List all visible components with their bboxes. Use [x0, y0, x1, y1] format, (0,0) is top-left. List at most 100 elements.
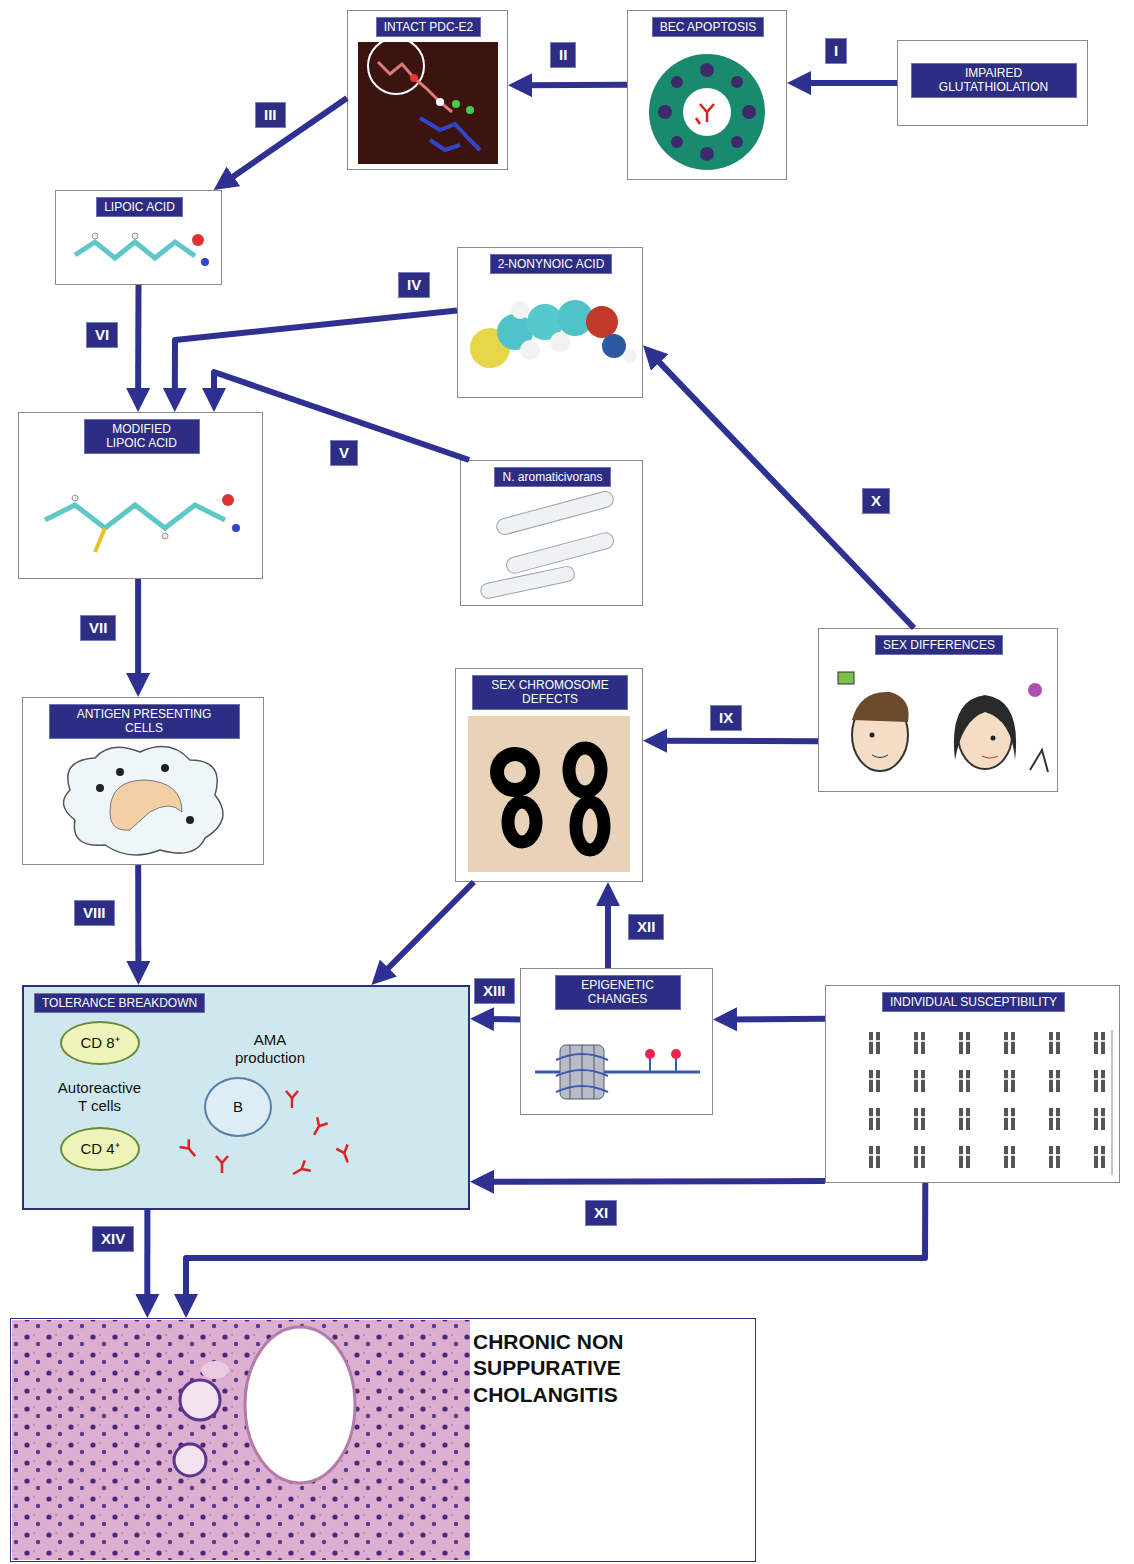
callout-number: III [255, 102, 286, 128]
arrow-connector [186, 1183, 925, 1306]
illustration-shape [420, 118, 480, 150]
illustration-shape [75, 242, 195, 258]
text-slot: CD 4⁺ [62, 1129, 138, 1169]
callout-slot: XIV [92, 1226, 134, 1252]
process-box: IMPAIRED GLUTATHIOLATION [897, 40, 1088, 126]
illustration-shape [836, 1024, 1106, 1176]
illustration-shape [742, 105, 756, 119]
lipoic-acid-picture [75, 233, 209, 266]
box-heading: MODIFIED LIPOIC ACID [84, 419, 200, 454]
callout-number: V [330, 440, 358, 466]
arrow-connector [175, 310, 457, 400]
arrow-connector [482, 1178, 825, 1185]
illustration-shape [95, 528, 105, 552]
illustration-shape [201, 1361, 229, 1379]
callout-number: XIV [92, 1226, 134, 1252]
illustration-shape [683, 88, 731, 136]
callout-slot: V [330, 440, 358, 466]
illustration-shape [497, 754, 533, 790]
illustration-shape [511, 301, 529, 319]
illustration-shape [180, 1380, 220, 1420]
illustration-shape [12, 1320, 470, 1560]
illustration-shape [1030, 750, 1048, 772]
illustration-shape [649, 54, 765, 170]
cell-label: CD 8⁺ [80, 1034, 119, 1052]
illustration-shape [64, 747, 223, 855]
illustration-shape [645, 1049, 655, 1059]
illustration-shape [556, 1054, 608, 1092]
callout-slot: VIII [74, 900, 115, 926]
histology-picture [12, 1320, 470, 1560]
arrow-connector [135, 285, 141, 400]
illustration-shape [991, 736, 996, 741]
text-slot: MODIFIED LIPOIC ACID [19, 419, 264, 454]
illustration-shape [623, 349, 637, 363]
arrow-connector [655, 738, 818, 744]
callout-slot: X [862, 488, 890, 514]
illustration-shape [358, 42, 498, 164]
illustration-shape [216, 1156, 228, 1173]
process-box: EPIGENETIC CHANGES [520, 968, 713, 1115]
arrow-connector [651, 354, 914, 628]
box-text: AMA production [222, 1031, 318, 1067]
callout-slot: IX [710, 705, 742, 731]
illustration-shape [162, 533, 168, 539]
text-slot: 2-NONYNOIC ACID [458, 254, 644, 274]
text-slot: TOLERANCE BREAKDOWN [34, 993, 254, 1013]
callout-slot: VII [80, 615, 116, 641]
callout-slot: XIII [474, 978, 515, 1004]
callout-number: VII [80, 615, 116, 641]
cell-label: B [233, 1098, 243, 1116]
bec-apoptosis-picture [649, 54, 765, 170]
illustration-shape [576, 802, 604, 850]
cell-circle: CD 8⁺ [60, 1021, 140, 1065]
text-slot: CD 8⁺ [62, 1023, 138, 1063]
callout-number: IV [398, 272, 430, 298]
callout-slot: II [550, 42, 576, 68]
box-heading: 2-NONYNOIC ACID [490, 254, 613, 274]
illustration-shape [336, 1144, 353, 1164]
illustration-shape [222, 494, 234, 506]
illustration-shape [520, 340, 540, 360]
illustration-shape [232, 524, 240, 532]
text-slot: B [206, 1079, 270, 1135]
box-heading: ANTIGEN PRESENTING CELLS [49, 704, 240, 739]
illustration-shape [368, 38, 424, 94]
callout-slot: VI [86, 322, 118, 348]
illustration-shape [410, 74, 418, 82]
illustration-shape [378, 62, 452, 112]
arrow-connector [520, 82, 627, 88]
illustration-shape [671, 76, 683, 88]
arrow-connector [224, 98, 348, 183]
box-heading: EPIGENETIC CHANGES [555, 975, 681, 1010]
illustration-shape [495, 490, 615, 537]
text-slot: SEX CHROMOSOME DEFECTS [456, 675, 644, 710]
illustration-shape [290, 1160, 311, 1179]
arrow-connector [482, 1016, 520, 1023]
illustration-shape [1112, 1030, 1113, 1175]
illustration-shape [436, 98, 444, 106]
illustration-shape [201, 258, 209, 266]
karyotype-picture [836, 1024, 1112, 1176]
box-heading: INTACT PDC-E2 [376, 17, 482, 37]
arrow-connector [799, 80, 897, 86]
illustration-shape [586, 306, 618, 338]
epigenetic-picture [535, 1045, 700, 1099]
box-heading: SEX DIFFERENCES [875, 635, 1003, 655]
callout-number: VIII [74, 900, 115, 926]
text-slot: LIPOIC ACID [56, 197, 223, 217]
box-heading: SEX CHROMOSOME DEFECTS [472, 675, 628, 710]
sex-differences-picture [838, 672, 1048, 772]
text-slot: SEX DIFFERENCES [819, 635, 1059, 655]
illustration-shape [982, 756, 998, 758]
illustration-shape [954, 695, 1016, 760]
callout-slot: I [825, 38, 847, 64]
nonynoic-acid-picture [470, 300, 637, 368]
callout-number: VI [86, 322, 118, 348]
callout-slot: XII [628, 914, 664, 940]
illustration-shape [696, 104, 714, 124]
pdc-e2-picture [358, 38, 498, 164]
illustration-shape [430, 140, 460, 150]
